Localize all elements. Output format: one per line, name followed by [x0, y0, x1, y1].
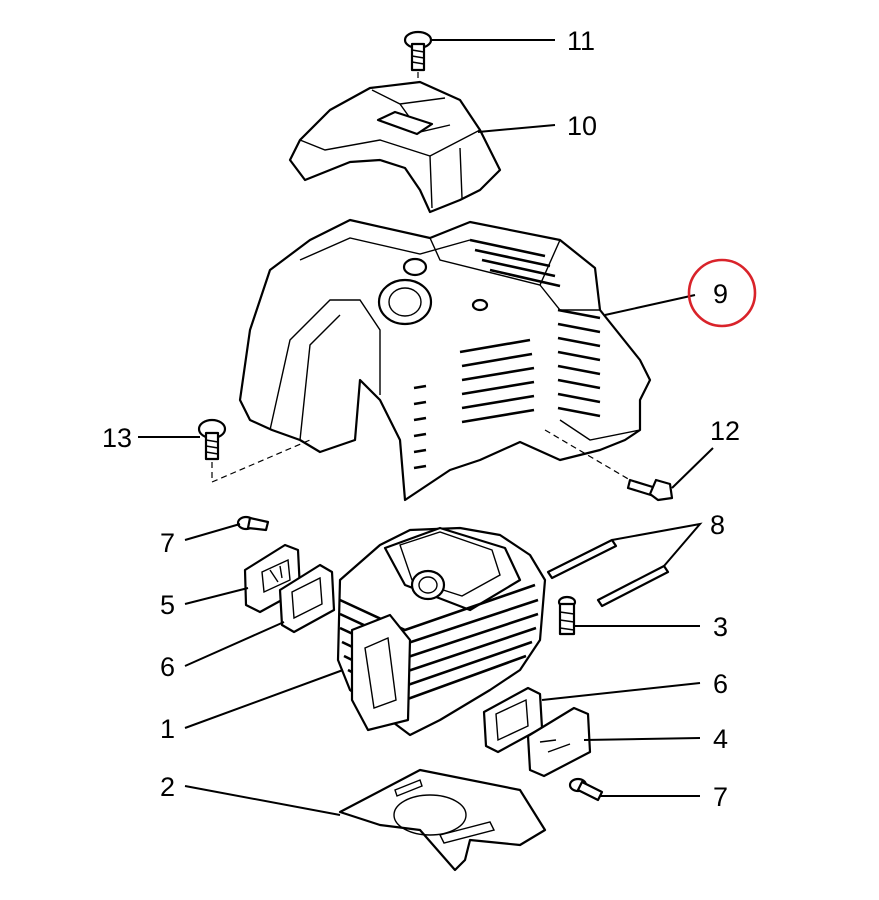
- callout-4: 4: [713, 724, 728, 754]
- part-13-guide-line: [211, 439, 311, 483]
- part-13-screw: [197, 418, 227, 461]
- callout-1: 1: [160, 714, 175, 744]
- callout-6-lower: 6: [713, 669, 728, 699]
- callout-2: 2: [160, 772, 175, 802]
- part-6-gasket-upper: [278, 563, 336, 634]
- callout-5: 5: [160, 590, 175, 620]
- part-1-cylinder: [336, 526, 547, 737]
- part-7-screw-lower: [568, 777, 604, 802]
- leader-lines: [138, 39, 714, 816]
- part-9-engine-cover: [238, 218, 652, 502]
- callout-9: 9: [713, 279, 728, 309]
- part-8-studs: [546, 538, 670, 608]
- callout-6-upper: 6: [160, 652, 175, 682]
- callouts: 11 10 9 13 12 8 7 5 3 6 6 1 4 2 7: [102, 26, 740, 812]
- part-12-bolt: [626, 478, 674, 502]
- callout-7-upper: 7: [160, 528, 175, 558]
- part-2-base-gasket: [338, 768, 547, 872]
- part-4-plate: [526, 706, 592, 778]
- part-7-screw-upper: [236, 515, 270, 532]
- callout-10: 10: [567, 111, 597, 141]
- highlight-circle: [687, 258, 757, 328]
- part-12-guide-line: [544, 429, 631, 481]
- part-11-screw: [403, 30, 433, 72]
- part-10-cover-cap: [288, 80, 502, 214]
- callout-8: 8: [710, 510, 725, 540]
- callout-12: 12: [710, 416, 740, 446]
- part-3-bolt: [557, 595, 577, 636]
- callout-7-lower: 7: [713, 782, 728, 812]
- callout-3: 3: [713, 612, 728, 642]
- callout-13: 13: [102, 423, 132, 453]
- callout-11: 11: [567, 26, 595, 56]
